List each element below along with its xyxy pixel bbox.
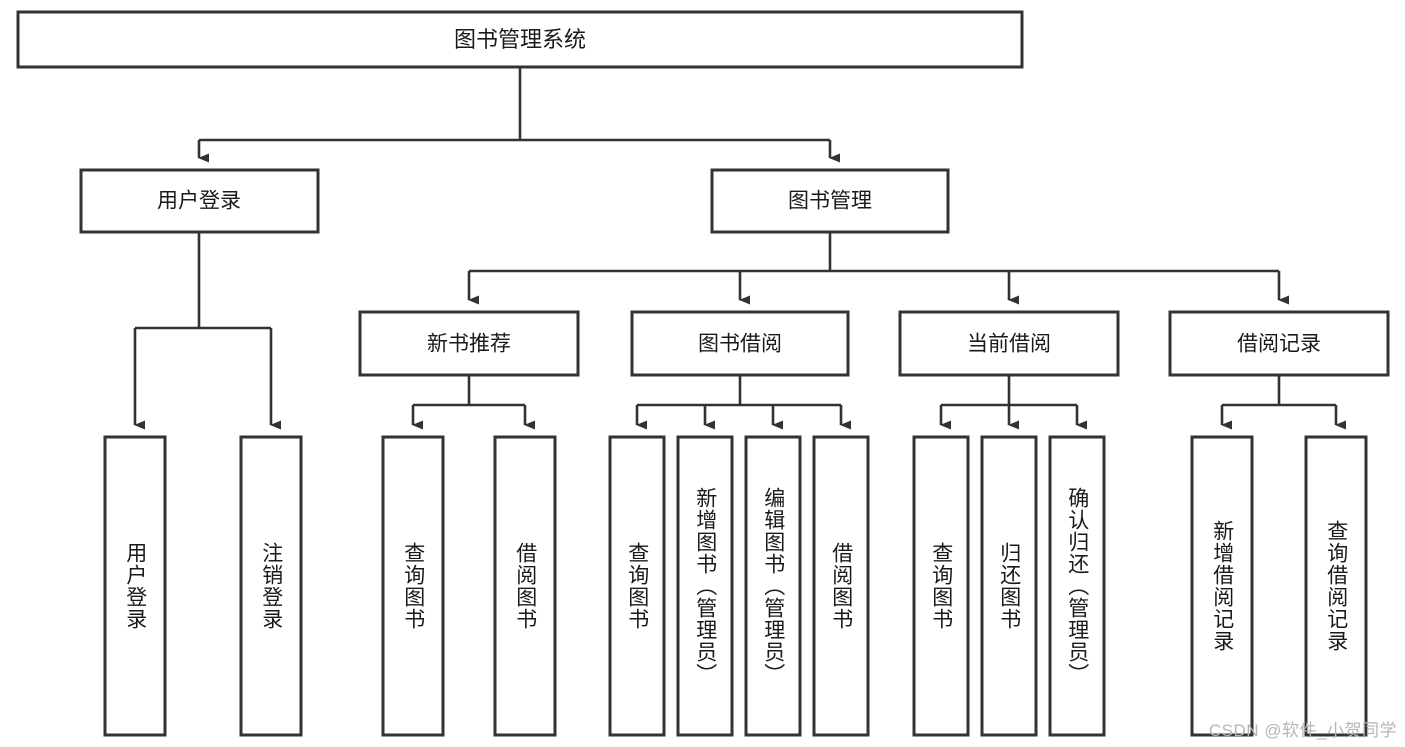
leaf-box-user-login-1[interactable] xyxy=(103,435,167,737)
leaf-box-current-1[interactable] xyxy=(912,435,970,737)
node-book-mgmt[interactable]: 图书管理 xyxy=(710,168,950,234)
leaf-box-borrow-1[interactable] xyxy=(608,435,666,737)
node-root[interactable]: 图书管理系统 xyxy=(16,10,1024,69)
node-root-box[interactable] xyxy=(16,10,1024,69)
leaf-box-borrow-4[interactable] xyxy=(812,435,870,737)
leaf-box-group xyxy=(103,435,1368,737)
node-book-mgmt-box[interactable] xyxy=(710,168,950,234)
watermark-text: CSDN @软件_小贺同学 xyxy=(1208,721,1397,740)
leaf-box-record-1[interactable] xyxy=(1190,435,1254,737)
node-new-book-recommend-box[interactable] xyxy=(358,310,580,377)
node-current-borrow-label: 当前借阅 xyxy=(967,333,1051,356)
node-new-book-recommend[interactable]: 新书推荐 xyxy=(358,310,580,377)
node-user-login-box[interactable] xyxy=(79,168,320,234)
connector-group xyxy=(133,67,1346,430)
node-borrow-record-box[interactable] xyxy=(1168,310,1390,377)
leaf-box-borrow-2[interactable] xyxy=(676,435,734,737)
leaf-box-current-3[interactable] xyxy=(1048,435,1106,737)
leaf-box-user-login-2[interactable] xyxy=(239,435,303,737)
node-borrow-record-label: 借阅记录 xyxy=(1237,333,1321,356)
node-book-borrow[interactable]: 图书借阅 xyxy=(630,310,850,377)
node-current-borrow-box[interactable] xyxy=(898,310,1120,377)
node-current-borrow[interactable]: 当前借阅 xyxy=(898,310,1120,377)
leaf-box-new-book-1[interactable] xyxy=(381,435,445,737)
node-root-label: 图书管理系统 xyxy=(454,27,586,52)
node-book-borrow-box[interactable] xyxy=(630,310,850,377)
node-user-login[interactable]: 用户登录 xyxy=(79,168,320,234)
node-new-book-recommend-label: 新书推荐 xyxy=(427,333,511,356)
node-book-borrow-label: 图书借阅 xyxy=(698,333,782,356)
leaf-box-new-book-2[interactable] xyxy=(493,435,557,737)
leaf-box-record-2[interactable] xyxy=(1304,435,1368,737)
leaf-box-borrow-3[interactable] xyxy=(744,435,802,737)
node-borrow-record[interactable]: 借阅记录 xyxy=(1168,310,1390,377)
leaf-box-current-2[interactable] xyxy=(980,435,1038,737)
node-book-mgmt-label: 图书管理 xyxy=(788,190,872,213)
node-user-login-label: 用户登录 xyxy=(157,190,241,213)
